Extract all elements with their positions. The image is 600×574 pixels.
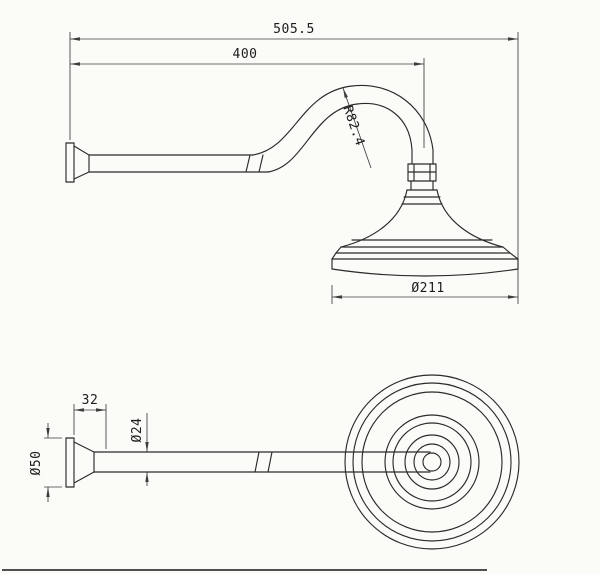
dimension-flange-length: 32 (73, 393, 107, 449)
dimension-bend-radius: R82.4 (339, 87, 372, 169)
dim-head-diameter-label: Ø211 (411, 281, 444, 296)
wall-flange-plan (65, 437, 95, 488)
shower-head-plan-circles (344, 374, 520, 550)
shower-arm-pipe-side (88, 154, 269, 173)
side-view: 505.5 400 (65, 22, 519, 304)
dim-overall-length-label: 505.5 (273, 22, 315, 37)
joint-mark (254, 451, 260, 473)
dim-flange-length-label: 32 (82, 393, 99, 408)
dim-pipe-diameter-label: Ø24 (130, 418, 145, 443)
shower-arm-pipe-plan (93, 451, 431, 473)
dimension-flange-diameter: Ø50 (29, 423, 62, 502)
shower-head-bell (331, 189, 519, 277)
gooseneck-curve (252, 84, 434, 173)
wall-flange-side (65, 142, 90, 183)
joint-mark (245, 154, 251, 173)
dimension-arm-length: 400 (70, 47, 425, 148)
leader-line (342, 87, 372, 169)
joint-mark (267, 451, 273, 473)
connector-nut (406, 163, 438, 191)
dim-bend-radius-label: R82.4 (339, 104, 367, 148)
dim-arm-length-label: 400 (233, 47, 258, 62)
dim-flange-diameter-label: Ø50 (29, 451, 44, 476)
dimension-pipe-diameter: Ø24 (130, 413, 149, 486)
dimension-head-diameter: Ø211 (331, 281, 518, 304)
plan-view: 32 Ø24 Ø50 (29, 374, 520, 550)
joint-mark (258, 154, 264, 173)
